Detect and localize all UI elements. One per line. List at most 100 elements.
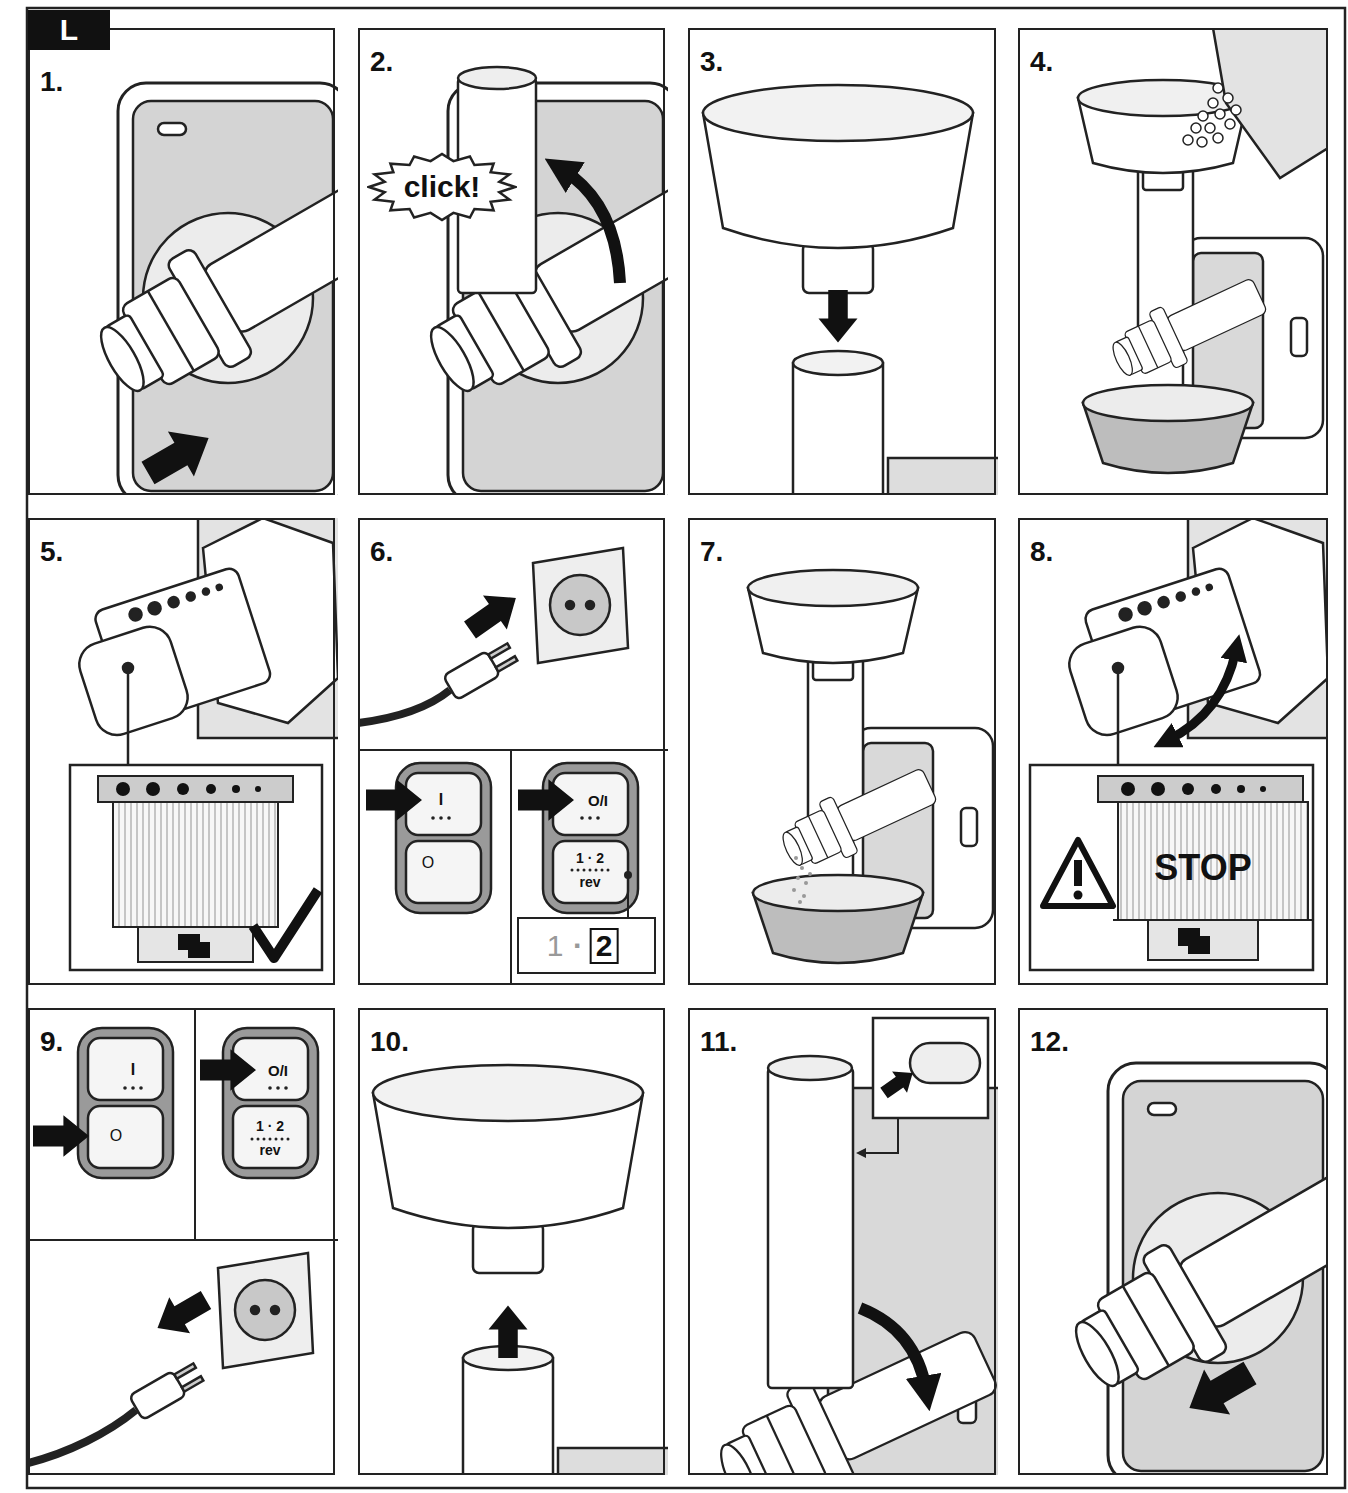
step-illustration [1197,137,1207,147]
step-illustration [1237,785,1245,793]
step-number: 11. [700,1028,737,1056]
step-illustration [463,1358,553,1475]
step-illustration [1030,765,1313,970]
step-illustration [443,640,519,700]
step-illustration [123,1086,127,1090]
step-illustration [251,1138,290,1141]
step-illustration [1213,133,1223,143]
step-illustration [1213,83,1223,93]
step-illustration [1183,135,1193,145]
step-illustration [533,548,628,663]
step-illustration [268,1086,288,1090]
step-illustration [194,1008,196,1240]
step-illustration [28,1008,338,1463]
step-illustration [206,784,216,794]
step-illustration [1078,28,1328,473]
step-illustration [1054,518,1328,765]
step-illustration [877,1062,921,1103]
section-letter: L [60,15,78,45]
step-illustration [793,363,883,495]
step-illustration [800,866,804,870]
switch-label: O/I [588,793,608,808]
step-illustration [139,1086,143,1090]
step-illustration [558,1448,668,1475]
step-illustration [518,918,655,973]
step-number: 6. [370,538,393,566]
step-illustration [64,518,338,970]
step-panel: 11. [688,1008,996,1475]
step-illustration [28,1410,136,1463]
step-illustration [863,1118,898,1153]
step-illustration [439,816,443,820]
step-illustration [251,1138,254,1141]
step-illustration [1183,83,1241,147]
step-illustration [1148,920,1258,960]
step-illustration [431,816,451,820]
step-illustration [489,1306,528,1359]
step-illustration [218,1253,313,1368]
step-illustration [458,67,536,89]
step-illustration [64,518,338,765]
switch-label: O/I [268,1063,288,1078]
step-illustration [358,749,668,751]
step-illustration [1168,650,1236,740]
step-illustration [1118,802,1308,920]
step-illustration [396,763,491,913]
step-illustration [177,783,189,795]
click-burst: click! [367,152,517,222]
starburst-outline [369,154,515,220]
step-illustration [580,816,584,820]
step-panel: 3. [688,28,996,495]
step-illustration [802,894,806,898]
step-number: 7. [700,538,723,566]
step-illustration [596,816,600,820]
step-number: 3. [700,48,723,76]
step-illustration [232,785,240,793]
step-illustration [70,765,322,970]
step-illustration [1191,123,1201,133]
step-illustration [808,872,812,876]
step-illustration [768,1068,853,1388]
step-illustration [263,1138,266,1141]
switch-label: rev [579,875,600,889]
step-illustration [601,869,604,872]
step-illustration [793,351,883,375]
speed-setting: · [573,931,583,961]
step-illustration [798,900,802,904]
step-illustration [518,779,574,821]
step-number: 12. [1030,1028,1069,1056]
step-illustration [768,1056,852,1080]
switch-label: I [131,1062,135,1078]
step-illustration [1225,119,1235,129]
step-illustration [910,1043,980,1083]
step-illustration [135,415,222,495]
step-number: 10. [370,1028,409,1056]
step-panel: 6. [358,518,665,985]
step-illustration [1121,782,1266,796]
step-illustration [543,763,638,913]
warning-text: STOP [1154,850,1251,886]
step-illustration [1074,860,1082,886]
step-illustration [80,154,338,419]
step-panel: 5. [28,518,335,985]
step-illustration [563,170,620,283]
speed-setting: 2 [590,928,619,964]
step-illustration [284,1086,288,1090]
step-illustration [1198,111,1208,121]
step-illustration [200,1049,256,1091]
step-panel: 4. [1018,28,1328,495]
step-illustration [819,290,858,343]
step-illustration [80,83,338,495]
step-illustration [1151,782,1165,796]
step-illustration [627,875,629,918]
step-illustration [1098,776,1303,802]
step-number: 8. [1030,538,1053,566]
step-illustration [1121,782,1135,796]
step-illustration [78,1028,173,1178]
step-illustration [275,1138,278,1141]
step-illustration [860,1308,926,1390]
step-illustration [1055,1063,1328,1475]
step-illustration [748,570,993,963]
step-illustration [268,1086,272,1090]
step-illustration [703,85,973,293]
